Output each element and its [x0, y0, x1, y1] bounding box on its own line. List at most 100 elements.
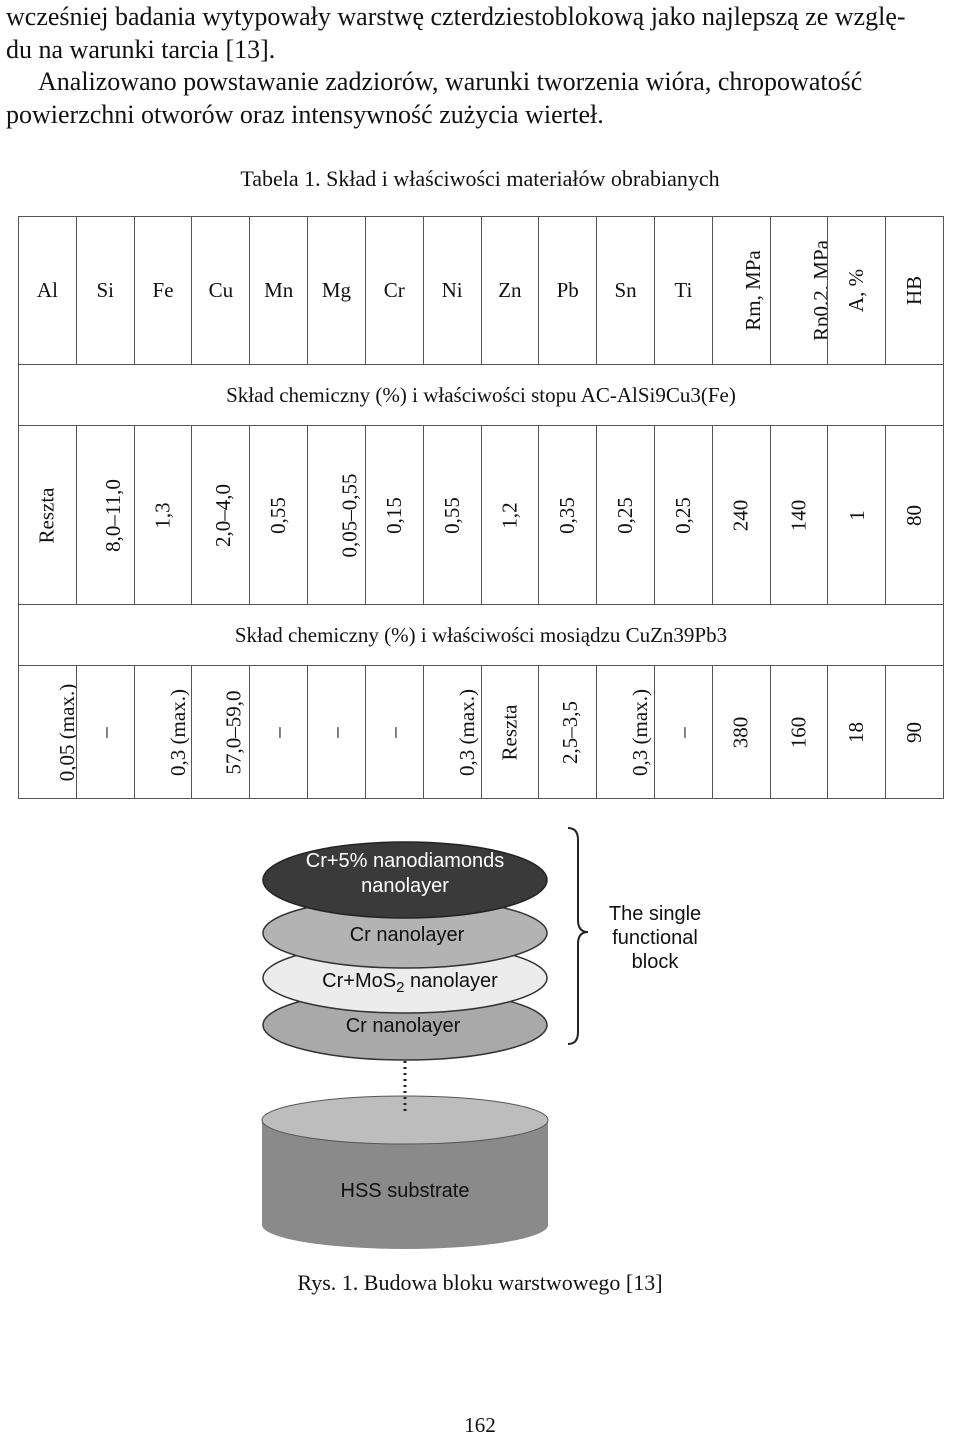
- paragraph-1-line-1: wcześniej badania wytypowały warstwę czt…: [6, 2, 906, 31]
- hss-substrate: [261, 1095, 549, 1249]
- table-header-cell: Ti: [653, 216, 713, 365]
- brass-cell: –: [653, 665, 713, 799]
- brass-cell: 90: [885, 665, 944, 799]
- paragraph-2: Analizowano powstawanie zadziorów, warun…: [6, 65, 956, 131]
- alloy-cell-text: 140: [786, 499, 811, 531]
- layer-3-label: Cr+MoS2 nanolayer: [322, 970, 498, 996]
- table-header-text: A, %: [844, 268, 869, 313]
- table-row-alloy: Reszta 8,0–11,0 1,3 2,0–4,0 0,55 0,05–0,55 0,1…: [18, 425, 944, 605]
- alloy-cell: 0,25: [653, 425, 713, 605]
- brass-cell: 0,05 (max.): [18, 665, 77, 799]
- substrate-label: HSS substrate: [341, 1180, 470, 1202]
- alloy-cell-text: 1,3: [150, 501, 175, 529]
- brass-cell-text: 380: [728, 716, 753, 748]
- layer-2-label: Cr nanolayer: [350, 924, 465, 946]
- alloy-cell: 1,3: [133, 425, 193, 605]
- table-row-brass: 0,05 (max.)–0,3 (max.)57,0–59,0–––0,3 (m…: [18, 665, 944, 799]
- alloy-cell: 0,15: [364, 425, 424, 605]
- table-header-cell: Si: [75, 216, 135, 365]
- brass-cell-text: –: [670, 726, 695, 738]
- brass-cell-text: 57,0–59,0: [221, 690, 246, 774]
- table-header-text: Ti: [674, 278, 693, 302]
- table-header-cell: Mg: [307, 216, 366, 365]
- brass-cell-text: 90: [902, 721, 927, 743]
- layer-1-label-line-1: Cr+5% nanodiamonds: [306, 850, 504, 872]
- brass-cell: 380: [711, 665, 771, 799]
- alloy-cell-text: 0,25: [613, 496, 638, 534]
- alloy-cell-text: 240: [728, 499, 753, 531]
- table-section-row-2: Skład chemiczny (%) i właściwości mosiąd…: [18, 604, 944, 666]
- layer-1-label-line-2: nanolayer: [361, 875, 449, 897]
- table-header-text: Mg: [321, 278, 352, 302]
- layer-3-label-sub: 2: [396, 979, 404, 996]
- table-header-cell: Rm, MPa: [711, 216, 771, 365]
- table-header-cell: Cu: [191, 216, 251, 365]
- alloy-cell-text: 0,05–0,55: [337, 473, 362, 557]
- table-header-text: Al: [36, 278, 58, 302]
- table-header-cell: Ni: [422, 216, 482, 365]
- table-header-cell: Al: [18, 216, 77, 365]
- alloy-cell: Reszta: [18, 425, 77, 605]
- brass-cell-text: 2,5–3,5: [558, 700, 583, 764]
- alloy-cell-text: 2,0–4,0: [211, 483, 236, 547]
- table-header-text: Fe: [152, 278, 174, 302]
- brass-cell-text: 0,3 (max.): [165, 688, 190, 776]
- brass-cell-text: 18: [844, 721, 869, 743]
- brass-cell-text: –: [92, 726, 117, 738]
- alloy-cell: 8,0–11,0: [75, 425, 135, 605]
- page-number: 162: [464, 1413, 496, 1437]
- alloy-cell: 0,55: [422, 425, 482, 605]
- table-header-cell: Fe: [133, 216, 193, 365]
- brass-cell-text: 160: [786, 716, 811, 748]
- table-header-cell: HB: [885, 216, 944, 365]
- table-section-row-1: Skład chemiczny (%) i właściwości stopu …: [18, 364, 944, 426]
- brass-cell-text: 0,05 (max.): [55, 683, 77, 781]
- alloy-cell-text: Reszta: [34, 487, 59, 543]
- table-section-1-label: Skład chemiczny (%) i właściwości stopu …: [18, 364, 944, 426]
- alloy-cell: 240: [711, 425, 771, 605]
- brass-cell: 0,3 (max.): [133, 665, 193, 799]
- brass-cell: –: [307, 665, 366, 799]
- layer-4-label: Cr nanolayer: [346, 1015, 461, 1037]
- brass-cell: Reszta: [480, 665, 540, 799]
- table-header-text: HB: [902, 275, 927, 306]
- table-caption: Tabela 1. Skład i właściwości materiałów…: [240, 166, 720, 191]
- alloy-cell: 0,05–0,55: [307, 425, 366, 605]
- curly-brace: [567, 827, 589, 1045]
- table-header-cell: Cr: [364, 216, 424, 365]
- alloy-cell-text: 1,2: [497, 501, 522, 529]
- block-label-line-3: block: [632, 951, 680, 973]
- layered-block-diagram: HSS substrate Cr nanolayer Cr+MoS2 nanol…: [261, 827, 701, 1249]
- layer-3-label-b: nanolayer: [404, 970, 498, 992]
- brass-cell: 18: [827, 665, 887, 799]
- alloy-cell: 2,0–4,0: [191, 425, 251, 605]
- table-header-text: Pb: [556, 278, 579, 302]
- alloy-cell: 80: [885, 425, 944, 605]
- alloy-cell-text: 0,15: [381, 496, 406, 534]
- alloy-cell-text: 0,55: [266, 496, 291, 534]
- paragraph-1-line-2: du na warunki tarcia [13].: [6, 35, 276, 64]
- figure-caption: Rys. 1. Budowa bloku warstwowego [13]: [297, 1270, 663, 1295]
- brass-cell-text: –: [266, 726, 291, 738]
- table-header-text: Mn: [264, 278, 294, 302]
- brass-cell: –: [249, 665, 309, 799]
- block-label-line-1: The single: [609, 903, 701, 925]
- paragraph-2-line-1: Analizowano powstawanie zadziorów, warun…: [38, 67, 863, 96]
- table-header-text: Si: [96, 278, 114, 302]
- alloy-cell-text: 80: [902, 504, 927, 526]
- alloy-cell-text: 1: [844, 509, 869, 521]
- alloy-cell-text: 0,35: [555, 496, 580, 534]
- brass-cell: 160: [769, 665, 829, 799]
- paragraph-2-line-2: powierzchni otworów oraz intensywność zu…: [6, 100, 604, 129]
- table-header-cell: Sn: [596, 216, 655, 365]
- table-section-2-label: Skład chemiczny (%) i właściwości mosiąd…: [18, 604, 944, 666]
- table-header-text: Rp0.2, MPa: [808, 240, 828, 341]
- brass-cell-text: Reszta: [497, 704, 522, 760]
- table-header-cell: Rp0.2, MPa: [769, 216, 829, 365]
- table-header-text: Ni: [441, 278, 463, 302]
- alloy-cell: 140: [769, 425, 829, 605]
- brass-cell: –: [364, 665, 424, 799]
- table-header-text: Sn: [614, 278, 637, 302]
- brass-cell-text: –: [323, 726, 348, 738]
